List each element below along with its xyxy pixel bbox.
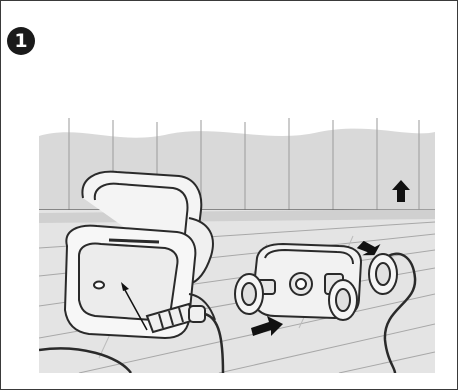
pool-robot-illustration: [39, 98, 435, 373]
step-number-badge: 1: [7, 27, 35, 55]
step-number: 1: [14, 30, 27, 52]
